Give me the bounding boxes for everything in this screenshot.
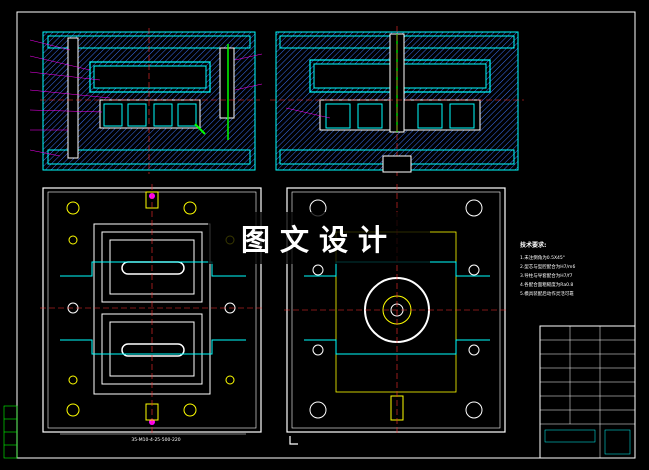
- note-line: 5.模具装配后动作灵活可靠: [520, 292, 574, 297]
- side-section-view: [270, 26, 524, 176]
- notes-title: 技术要求:: [520, 242, 547, 249]
- note-line: 1.未注倒角为0.5X45°: [520, 256, 566, 261]
- moving-half-plan-view: [40, 184, 264, 436]
- title-block: [539, 325, 636, 459]
- margin-stamp: [3, 405, 18, 459]
- note-line: 4.各配合面粗糙度为Ra0.8: [520, 283, 574, 288]
- note-line: 2.型芯与型腔配合为H7/m6: [520, 265, 576, 270]
- overall-dimension: 35-M10-4-25-500-220: [131, 438, 181, 443]
- watermark-banner: 图文设计: [208, 212, 430, 264]
- front-section-view: [29, 28, 263, 174]
- drawing-border: [16, 11, 636, 459]
- note-line: 3.导柱与导套配合为H7/f7: [520, 274, 573, 279]
- watermark-text: 图文设计: [240, 223, 397, 257]
- technical-notes: 技术要求: 1.未注倒角为0.5X45° 2.型芯与型腔配合为H7/m6 3.导…: [520, 240, 640, 299]
